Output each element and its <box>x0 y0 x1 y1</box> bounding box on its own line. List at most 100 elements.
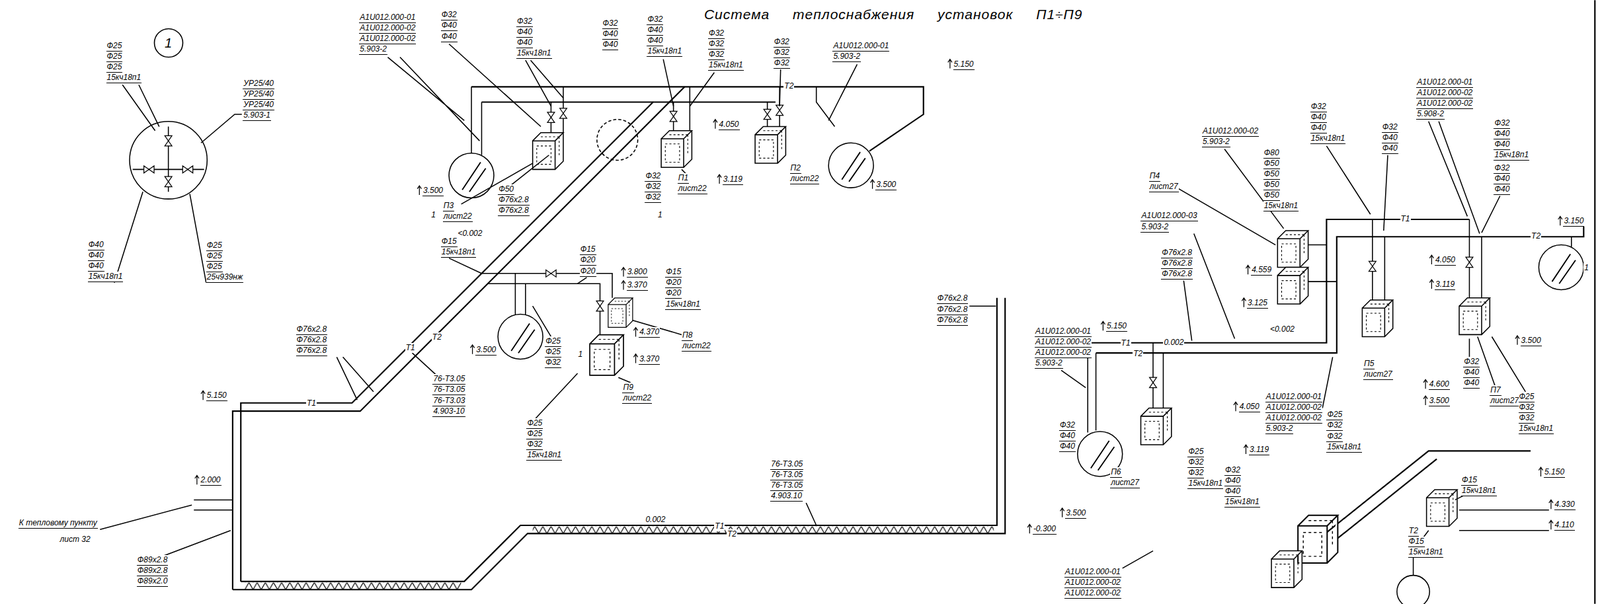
spec-label: лист22 <box>677 183 708 195</box>
elevation-label: 5.150 <box>953 59 975 71</box>
spec-label: Ф50 <box>1263 190 1280 201</box>
spec-label: 15кч18п1 <box>665 299 701 311</box>
spec-label: Ф89х2.8 <box>136 565 169 577</box>
elevation-label: 3.370 <box>626 280 648 291</box>
spec-label: Ф25 <box>1518 392 1536 403</box>
slope-label: 0.002 <box>644 515 666 525</box>
spec-label: Ф40 <box>87 250 105 262</box>
note-label: К тепловому пункту <box>18 518 98 529</box>
spec-label: Ф40 <box>602 29 619 40</box>
spec-label: лист27 <box>1110 478 1140 489</box>
spec-label: А1U012.000-01 <box>832 40 890 52</box>
callout-number: 1 <box>430 210 437 221</box>
spec-label: А1U012.000-02 <box>1416 98 1474 110</box>
spec-label: Ф25 <box>106 62 123 73</box>
callout-number: 1 <box>577 349 584 360</box>
pipe-mark: Т2 <box>431 332 443 343</box>
spec-label: Ф32 <box>516 16 533 28</box>
elevation-label: 3.500 <box>422 185 444 197</box>
spec-label: А1U012.000-02 <box>1265 402 1323 414</box>
elevation-label: 4.050 <box>1239 401 1261 413</box>
elevation-label: 3.125 <box>1246 298 1269 309</box>
spec-label: Ф25 <box>526 429 543 440</box>
spec-label: А1U012.000-03 <box>1140 210 1198 222</box>
spec-label: Ф32 <box>708 28 725 40</box>
spec-label: П2 <box>790 163 802 174</box>
spec-label: 76-Т3.05 <box>770 470 804 481</box>
spec-label: Ф15 <box>1408 536 1425 548</box>
spec-label: Ф76х2.8 <box>1160 269 1193 280</box>
spec-label: А1U012.000-02 <box>1034 337 1092 348</box>
spec-label: Ф40 <box>1059 431 1076 442</box>
spec-label: Ф32 <box>773 37 791 48</box>
spec-label: 15кч18п1 <box>106 72 143 84</box>
spec-label: лист27 <box>1363 369 1394 381</box>
spec-label: Ф25 <box>106 40 123 52</box>
spec-label: Ф32 <box>1518 402 1536 414</box>
spec-label: Ф32 <box>1493 163 1511 174</box>
spec-label: 4.903.10 <box>770 491 803 502</box>
spec-label: 15кч18п1 <box>1493 150 1530 161</box>
spec-label: А1U012.000-01 <box>1416 77 1474 88</box>
spec-label: Т2 <box>1408 526 1419 537</box>
elevation-label: 5.150 <box>1106 321 1128 332</box>
spec-label: Ф32 <box>1518 413 1536 424</box>
spec-label: Ф40 <box>1381 143 1399 155</box>
spec-label: Ф76х2.8 <box>936 315 969 326</box>
spec-label: Ф40 <box>1224 476 1241 487</box>
pipe-mark: Т2 <box>1132 349 1144 360</box>
spec-label: Ф32 <box>1326 420 1343 432</box>
spec-label: Ф32 <box>1187 468 1204 479</box>
elevation-label: 4.330 <box>1554 499 1576 511</box>
elevation-label: 3.150 <box>1562 216 1585 227</box>
slope-label: 0.002 <box>1162 337 1185 348</box>
spec-label: Ф25 <box>206 251 223 262</box>
spec-label: Ф20 <box>665 288 682 299</box>
spec-label: Ф25 <box>544 336 562 348</box>
spec-label: 76-Т3.05 <box>432 374 466 385</box>
pipe-mark: Т1 <box>1400 214 1411 225</box>
spec-label: лист22 <box>681 341 712 352</box>
spec-label: А1U012.000-02 <box>359 33 416 45</box>
spec-label: Ф40 <box>1493 139 1511 151</box>
spec-label: А1U012.000-02 <box>1201 126 1259 137</box>
spec-label: Ф76х2.8 <box>497 195 530 206</box>
spec-label: Ф40 <box>1059 441 1076 453</box>
spec-label: Ф32 <box>644 181 662 193</box>
spec-label: Ф40 <box>602 39 619 51</box>
spec-label: Ф40 <box>1463 378 1480 389</box>
spec-label: Ф25 <box>106 51 123 63</box>
spec-label: лист22 <box>790 173 820 185</box>
spec-label: УР25/40 <box>242 99 275 111</box>
slope-label: <0.002 <box>1269 324 1296 335</box>
spec-label: Ф40 <box>1224 486 1241 498</box>
spec-label: Ф50 <box>497 184 515 196</box>
elevation-label: 3.500 <box>1065 508 1087 520</box>
spec-label: 15кч18п1 <box>1461 485 1497 497</box>
spec-label: Ф25 <box>526 418 543 430</box>
spec-label: П9 <box>622 382 634 394</box>
spec-label: А1U012.000-02 <box>1416 87 1474 99</box>
spec-label: 5.903-2 <box>832 51 861 63</box>
spec-label: А1U012.000-01 <box>1064 567 1122 578</box>
spec-label: 5.908-2 <box>1416 109 1445 120</box>
spec-label: П7 <box>1489 385 1501 397</box>
spec-label: Ф76х2.8 <box>497 205 530 217</box>
spec-label: 15кч18п1 <box>1310 133 1347 145</box>
spec-label: УР25/40 <box>242 89 275 100</box>
spec-label: 15кч18п1 <box>526 450 562 461</box>
spec-label: 5.903-2 <box>1034 358 1064 369</box>
drawing-title: Система теплоснабжения установок П1÷П9 <box>704 5 1083 24</box>
spec-label: 76-Т3.05 <box>770 459 804 471</box>
spec-label: Ф32 <box>646 14 664 26</box>
spec-label: А1U012.000-02 <box>1265 413 1323 424</box>
spec-label: Ф20 <box>579 255 597 266</box>
spec-label: Ф32 <box>1187 457 1204 469</box>
spec-label: Ф89х2.0 <box>136 576 169 588</box>
spec-label: УР25/40 <box>242 78 275 90</box>
spec-label: Ф32 <box>602 18 619 30</box>
spec-label: 25ч939нж <box>206 272 244 283</box>
spec-label: 5.903-1 <box>242 110 272 121</box>
spec-label: П8 <box>681 330 693 342</box>
